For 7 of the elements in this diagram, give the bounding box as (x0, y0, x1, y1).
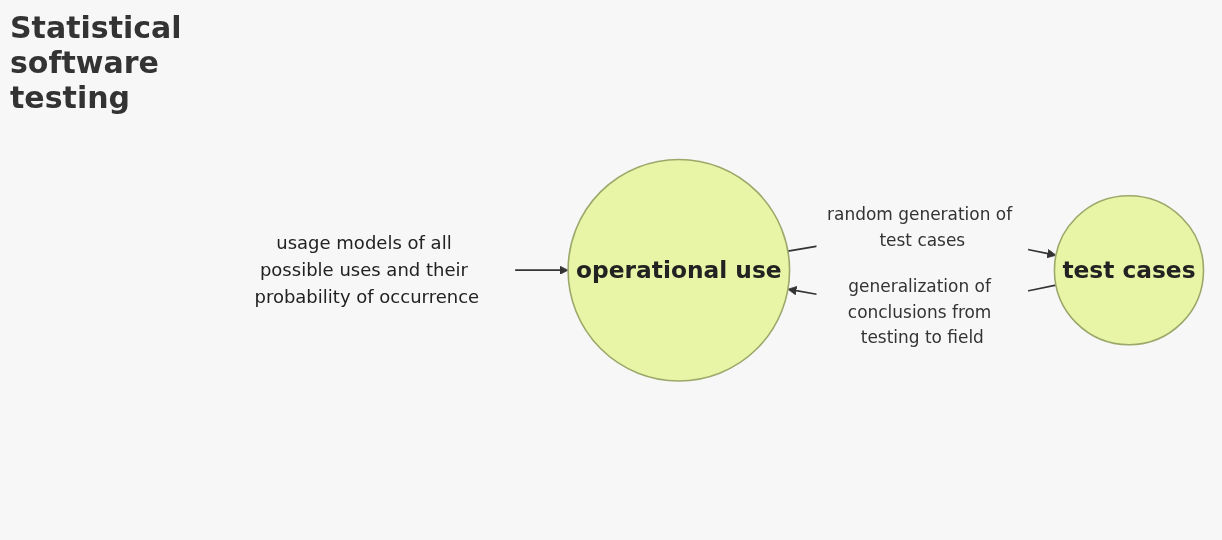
diagram-title: Statistical software testing (10, 10, 183, 117)
arrow (514, 265, 569, 275)
node-circle: operational use (567, 158, 791, 382)
edge-label: random generation of test cases (827, 204, 1013, 250)
edge-label: generalization of conclusions from testing to field (847, 276, 992, 348)
node-circle: test cases (1053, 194, 1205, 346)
node-text: usage models of all possible uses and their probability of occurrence (254, 231, 480, 307)
